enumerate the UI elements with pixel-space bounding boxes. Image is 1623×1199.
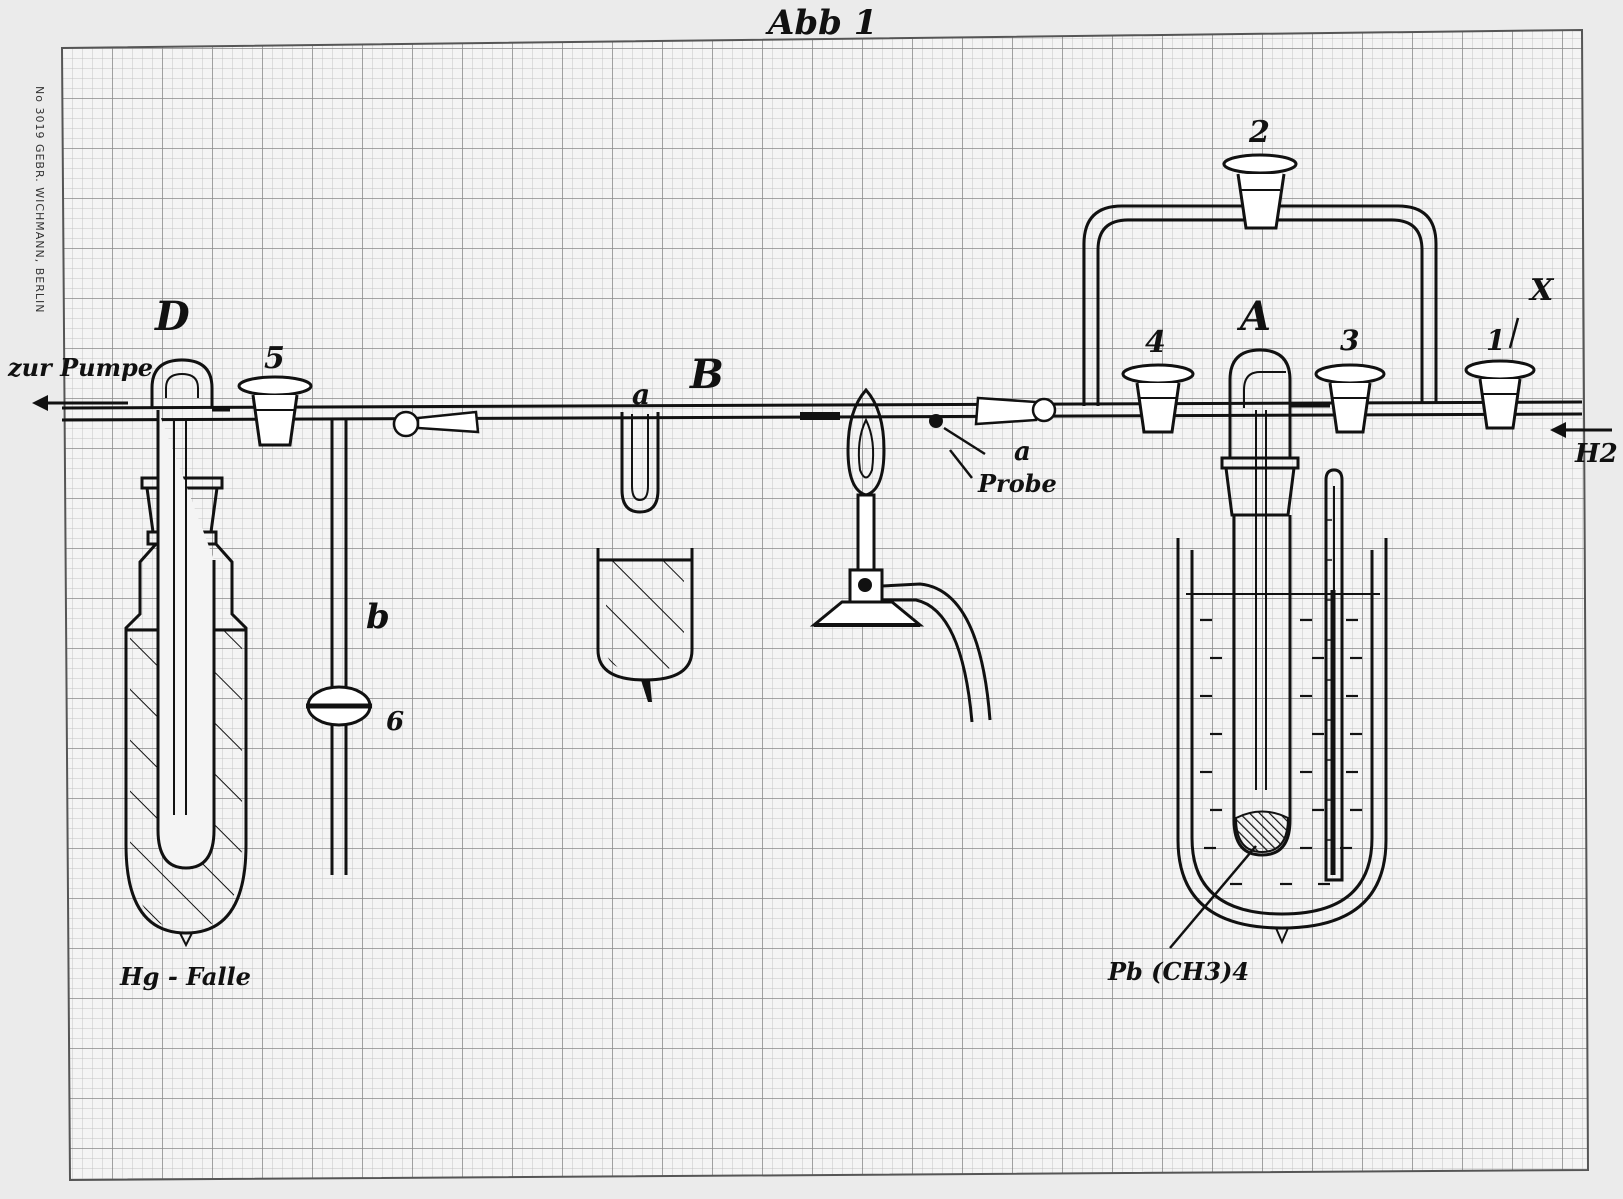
- stopcock-3: [1314, 363, 1386, 434]
- reaction-vessel-a: [1220, 348, 1330, 857]
- stopcock-5: [237, 375, 313, 447]
- side-tube-b: [306, 420, 372, 875]
- hydrogen-inlet: [1550, 422, 1612, 438]
- burner: [809, 387, 992, 723]
- stopcock-1: [1464, 359, 1536, 430]
- u-tube-letter: a: [632, 378, 650, 411]
- point-letter: a: [1014, 437, 1031, 467]
- reagent-label: Pb (CH3)4: [1107, 957, 1249, 986]
- point-note: Probe: [977, 469, 1057, 498]
- cock-1-stroke: [1508, 317, 1520, 349]
- vessel-letter: A: [1236, 293, 1271, 340]
- u-tube-a: [620, 412, 660, 514]
- coupling-right: [974, 396, 1057, 426]
- reagent-leader: [1169, 845, 1257, 949]
- thermometer: [1324, 468, 1344, 882]
- figure-title: Abb 1: [765, 3, 877, 43]
- graph-paper: [60, 28, 1590, 1182]
- sample-point: [929, 414, 986, 479]
- tube-letter: B: [689, 351, 724, 398]
- mark-x: X: [1528, 273, 1555, 308]
- paper-imprint: No 3019 GEBR. WICHMANN, BERLIN: [33, 86, 46, 314]
- cock-5-label: 5: [264, 341, 285, 376]
- mercury-trap: [124, 358, 248, 948]
- side-cock-number: 6: [386, 707, 404, 737]
- cock-2-label: 2: [1248, 115, 1270, 150]
- side-tube-letter: b: [366, 597, 390, 637]
- heated-section: [800, 412, 840, 420]
- cooling-bath-b: [596, 548, 694, 702]
- cock-3-label: 3: [1340, 324, 1359, 357]
- coupling-left: [392, 410, 480, 438]
- cock-4-label: 4: [1145, 325, 1166, 360]
- trap-letter: D: [154, 293, 190, 340]
- stopcock-2: [1222, 153, 1298, 230]
- stopcock-4: [1121, 363, 1195, 434]
- pump-label: zur Pumpe: [7, 353, 153, 382]
- pump-arrow: [32, 395, 128, 411]
- trap-name: Hg - Falle: [119, 962, 251, 991]
- hydrogen-label: H2: [1574, 439, 1618, 469]
- cock-1-label: 1: [1486, 324, 1505, 357]
